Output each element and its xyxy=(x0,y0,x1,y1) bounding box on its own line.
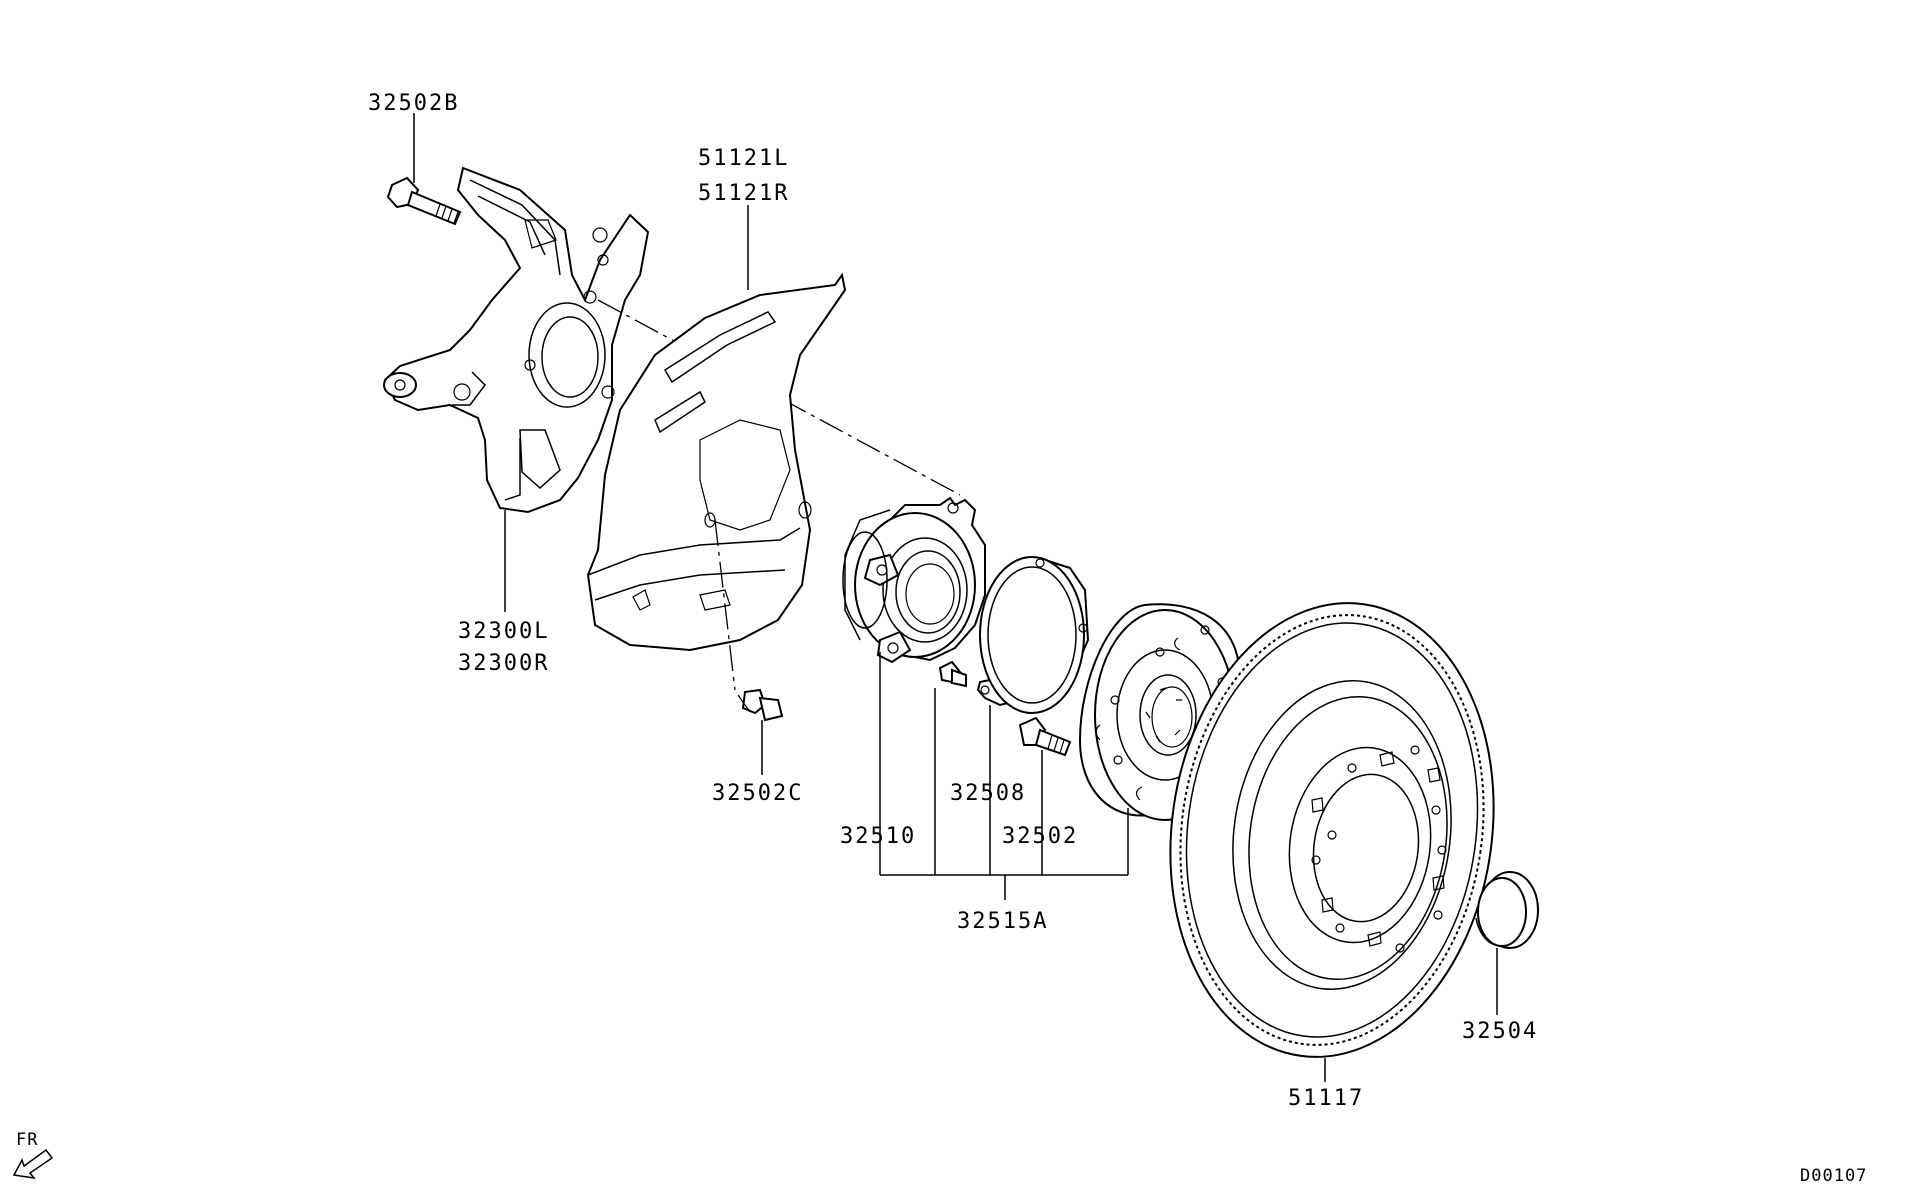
hub-bearing-part[interactable] xyxy=(842,496,986,664)
label-32502: 32502 xyxy=(1002,824,1078,849)
seal-part[interactable] xyxy=(976,556,1090,714)
fr-label: FR xyxy=(16,1130,38,1150)
front-orientation-marker: FR xyxy=(12,1130,54,1180)
dust-cap-part[interactable] xyxy=(1475,871,1539,949)
front-arrow-icon xyxy=(12,1148,54,1180)
label-32502b: 32502B xyxy=(368,91,459,116)
label-32515a: 32515A xyxy=(957,909,1048,934)
label-32300r: 32300R xyxy=(458,651,549,676)
alignment-line-knuckle xyxy=(597,299,961,496)
hub-bolt-part[interactable] xyxy=(1018,716,1072,757)
label-51121r: 51121R xyxy=(698,181,789,206)
label-51121l: 51121L xyxy=(698,146,789,171)
sensor-bolt-part[interactable] xyxy=(938,660,967,688)
label-32504: 32504 xyxy=(1462,1019,1538,1044)
dust-shield-part[interactable] xyxy=(586,272,847,652)
bolt-32502c-part[interactable] xyxy=(714,519,784,722)
label-32502c: 32502C xyxy=(712,781,803,806)
brake-disc-part[interactable] xyxy=(1142,582,1522,1078)
diagram-code: D00107 xyxy=(1800,1166,1867,1186)
label-51117: 51117 xyxy=(1288,1086,1364,1111)
bolt-32502b-part[interactable] xyxy=(386,176,462,226)
steering-knuckle-part[interactable] xyxy=(383,166,650,514)
label-32508: 32508 xyxy=(950,781,1026,806)
leader-lines xyxy=(413,113,1498,1082)
label-32510: 32510 xyxy=(840,824,916,849)
label-32300l: 32300L xyxy=(458,619,549,644)
